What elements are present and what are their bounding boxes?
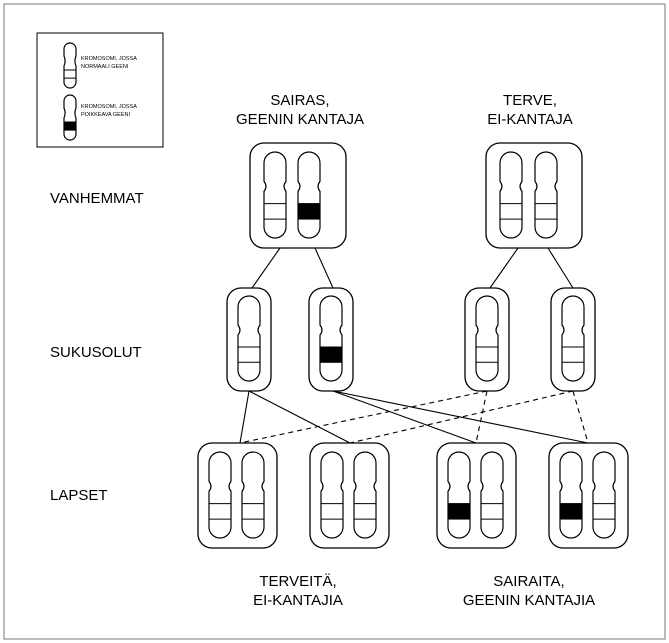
line-gamete-1-to-child-2 — [248, 390, 351, 444]
child-2-cell-chromosome-1 — [320, 451, 344, 539]
legend-box — [36, 32, 164, 148]
parent-left-label-line1: SAIRAS, — [270, 92, 329, 109]
row-label-gametes: SUKUSOLUT — [50, 344, 142, 361]
legend-abnormal-line2: POIKKEAVA GEENI — [81, 112, 130, 118]
child-4-cell-chromosome-1 — [559, 451, 583, 539]
gamete-4-cell-chromosome-1 — [561, 295, 585, 382]
gamete-1-cell-chromosome-1 — [237, 295, 261, 382]
row-label-parents: VANHEMMAT — [50, 190, 144, 207]
child-1-cell-chromosome-1 — [208, 451, 232, 539]
line-gamete-4-to-child-2 — [349, 390, 574, 444]
child-4-cell — [548, 442, 629, 549]
legend-normal-chromosome-icon — [63, 42, 77, 89]
children-left-label-line1: TERVEITÄ, — [259, 573, 336, 590]
children-left-label-line2: EI-KANTAJIA — [253, 592, 343, 609]
child-1-cell — [197, 442, 278, 549]
parent-right-cell-chromosome-1 — [499, 151, 523, 239]
line-gamete-3-to-child-1 — [239, 390, 488, 444]
gamete-3-cell — [464, 287, 510, 392]
legend-abnormal-chromosome — [63, 94, 77, 141]
legend-abnormal-chromosome-icon — [63, 94, 77, 141]
legend-normal-chromosome — [63, 42, 77, 89]
child-1-cell-chromosome-2 — [241, 451, 265, 539]
parent-left-cell-chromosome-2 — [297, 151, 321, 239]
gamete-4-cell — [550, 287, 596, 392]
line-gamete-2-to-child-3 — [332, 390, 477, 444]
legend: KROMOSOMI, JOSSA NORMAALI GEENI KROMOSOM… — [36, 32, 164, 148]
parent-left-label-line2: GEENIN KANTAJA — [236, 111, 364, 128]
child-4-cell-chromosome-2 — [592, 451, 616, 539]
line-parent-right-to-gamete-3 — [489, 247, 519, 289]
legend-normal-line2: NORMAALI GEENI — [81, 64, 129, 70]
child-3-cell-chromosome-2 — [480, 451, 504, 539]
children-right-label-line1: SAIRAITA, — [493, 573, 564, 590]
parent-right-label-line2: EI-KANTAJA — [487, 111, 573, 128]
parent-right-cell-chromosome-2 — [534, 151, 558, 239]
line-gamete-1-to-child-1 — [239, 390, 250, 444]
line-parent-left-to-gamete-2 — [314, 247, 334, 289]
line-gamete-2-to-child-4 — [332, 390, 589, 444]
inheritance-lines — [239, 247, 589, 444]
parent-right-label-line1: TERVE, — [503, 92, 557, 109]
legend-abnormal-line1: KROMOSOMI, JOSSA — [81, 104, 137, 110]
child-3-cell — [436, 442, 517, 549]
parent-right-cell — [485, 142, 583, 249]
child-2-cell-chromosome-2 — [353, 451, 377, 539]
child-3-cell-chromosome-1 — [447, 451, 471, 539]
gamete-2-cell — [308, 287, 354, 392]
line-parent-right-to-gamete-4 — [547, 247, 574, 289]
gamete-2-cell-chromosome-1 — [319, 295, 343, 382]
line-gamete-4-to-child-4 — [572, 390, 589, 444]
legend-normal-line1: KROMOSOMI, JOSSA — [81, 56, 137, 62]
gamete-3-cell-chromosome-1 — [475, 295, 499, 382]
cells — [197, 142, 629, 549]
child-2-cell — [309, 442, 390, 549]
gamete-1-cell — [226, 287, 272, 392]
children-right-label-line2: GEENIN KANTAJIA — [463, 592, 595, 609]
row-label-children: LAPSET — [50, 487, 108, 504]
parent-left-cell-chromosome-1 — [263, 151, 287, 239]
line-parent-left-to-gamete-1 — [251, 247, 281, 289]
parent-left-cell — [249, 142, 347, 249]
